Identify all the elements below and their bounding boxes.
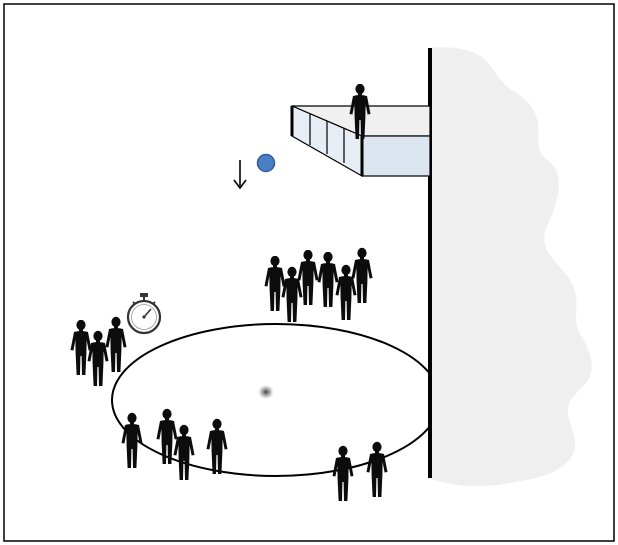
falling-ball <box>258 155 275 172</box>
ellipse-mask <box>432 320 452 480</box>
impact-mark <box>257 384 275 400</box>
